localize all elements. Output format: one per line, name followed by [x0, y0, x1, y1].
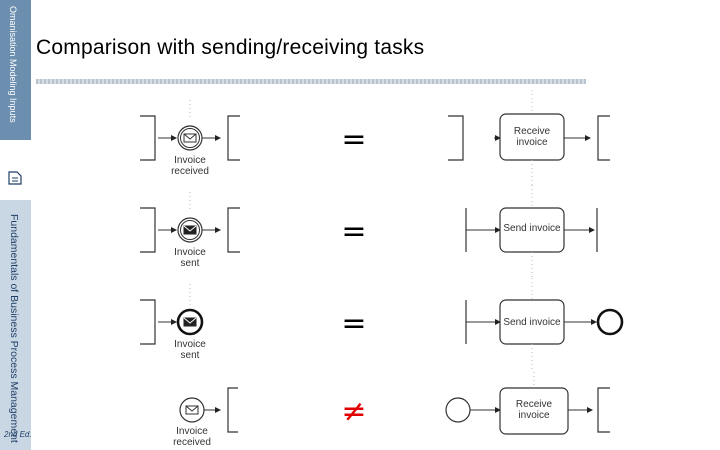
sidebar-top-band — [0, 0, 31, 140]
page-title: Comparison with sending/receiving tasks — [36, 36, 425, 59]
start-event-circle — [445, 397, 471, 423]
row-3-right-label: Send invoice — [503, 317, 561, 328]
book-icon — [8, 171, 22, 185]
envelope-icon — [183, 133, 197, 143]
sidebar: Omanisation Modeling Inputs Fundamentals… — [0, 0, 32, 450]
filled-envelope-icon — [183, 317, 197, 327]
row-1-equals-symbol: = — [341, 122, 366, 157]
filled-envelope-icon — [183, 225, 197, 235]
row-2-equals-symbol: = — [341, 214, 366, 249]
row-3-right-task: Send invoice — [465, 278, 624, 372]
row-2-right-task: Send invoice — [465, 185, 598, 278]
sidebar-edition: 2nd Ed. — [4, 430, 32, 439]
envelope-icon — [185, 405, 199, 415]
sidebar-book-title: Fundamentals of Business Process Managem… — [8, 214, 20, 443]
sidebar-top-text: Omanisation Modeling Inputs — [8, 6, 18, 123]
end-event-circle — [596, 308, 624, 336]
row-3-equals-symbol: = — [341, 306, 366, 341]
sidebar-bottom-band — [0, 200, 31, 450]
row-4-not-equal-symbol: ≠ — [341, 394, 366, 429]
row-2-right-label: Send invoice — [503, 223, 561, 234]
sidebar-middle-band — [0, 140, 31, 200]
title-underline — [36, 79, 586, 84]
